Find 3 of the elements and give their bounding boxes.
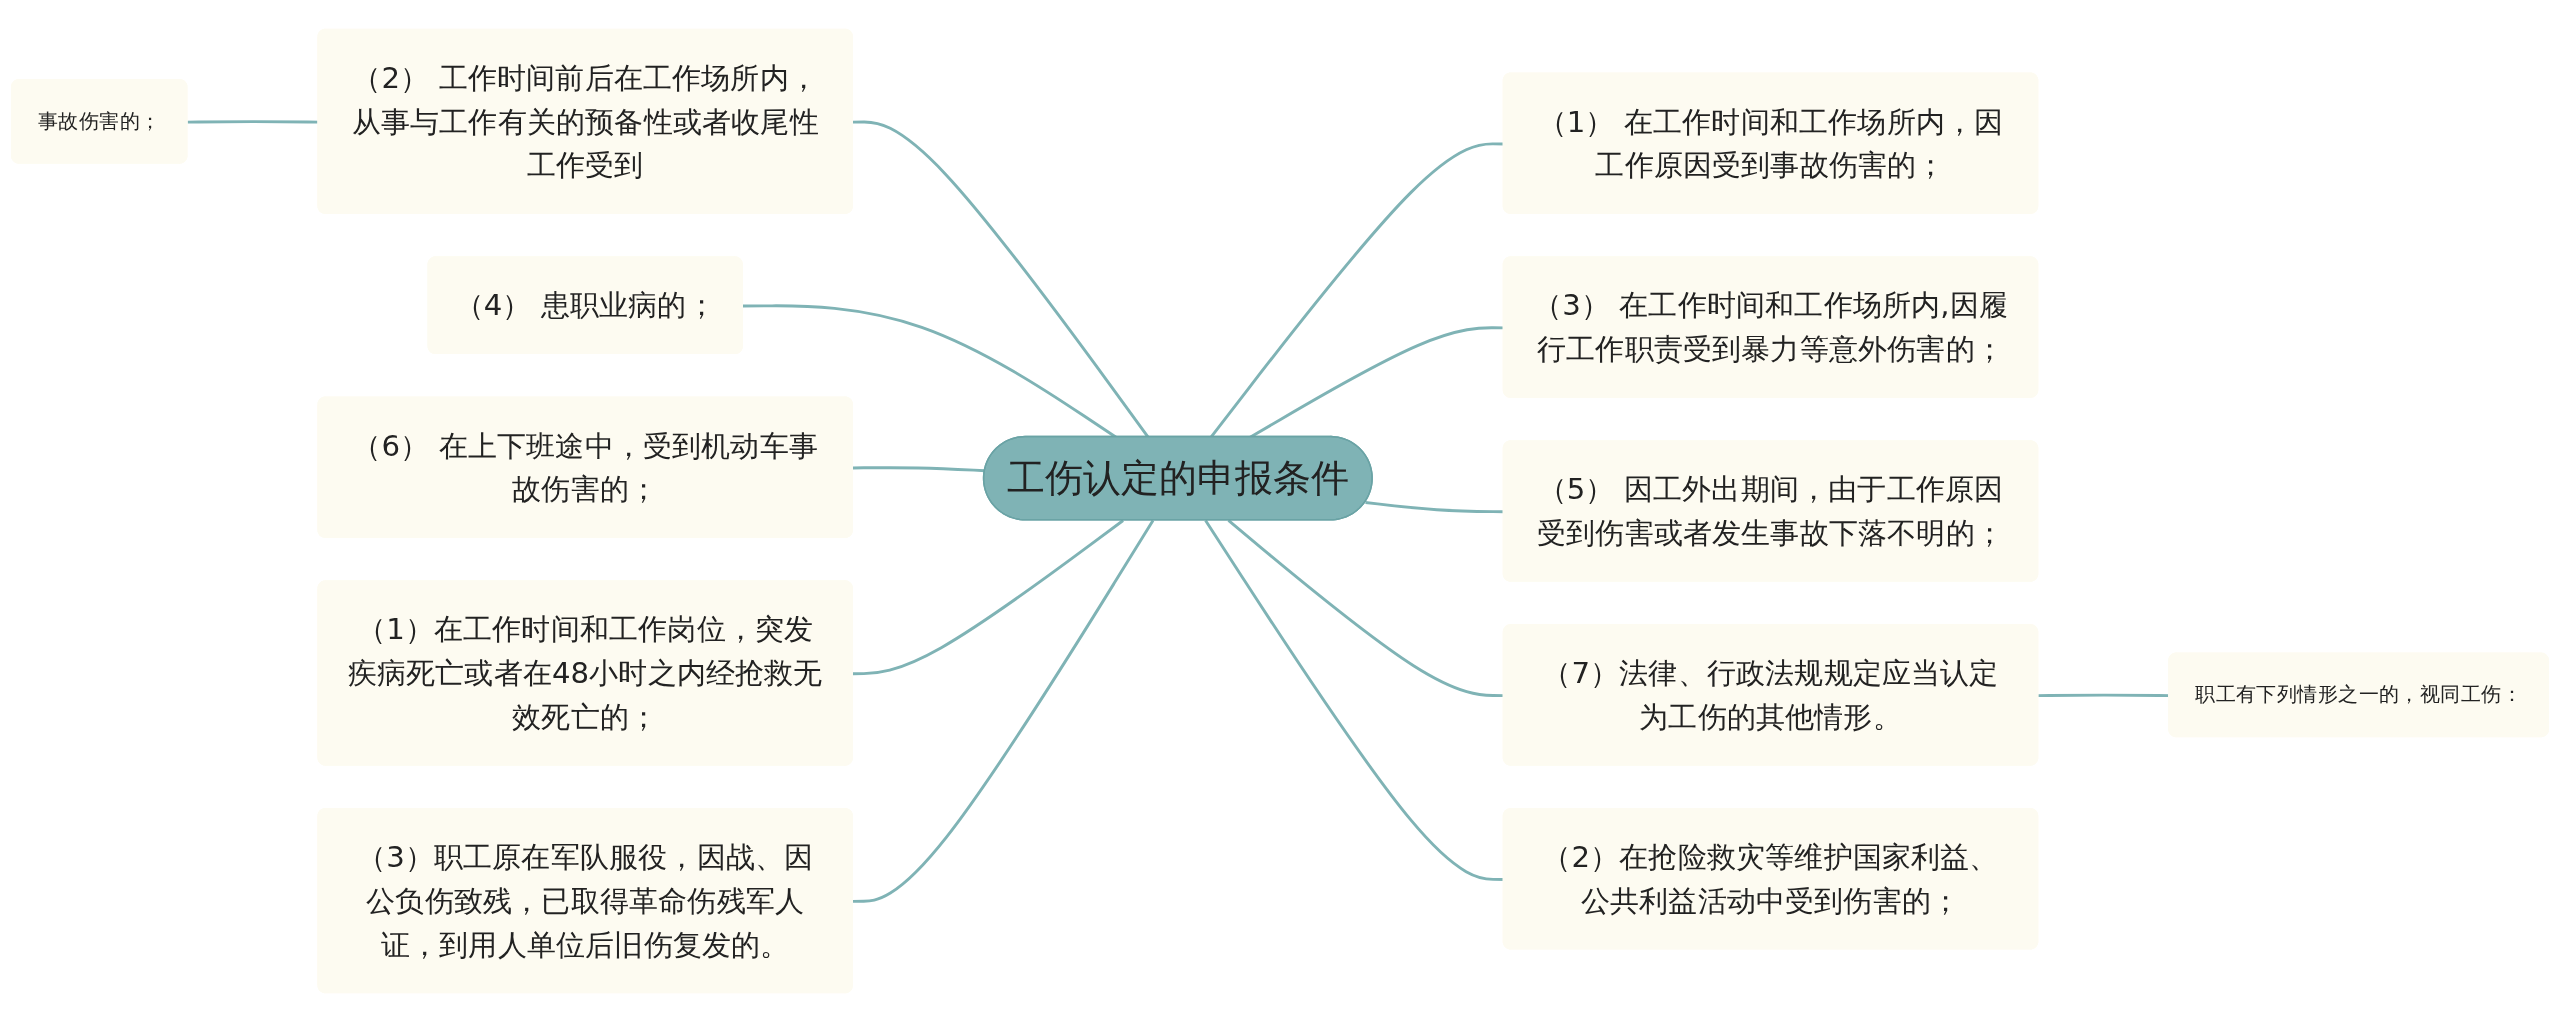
connector bbox=[852, 519, 1155, 903]
connector bbox=[187, 120, 319, 124]
connector bbox=[852, 519, 1124, 676]
